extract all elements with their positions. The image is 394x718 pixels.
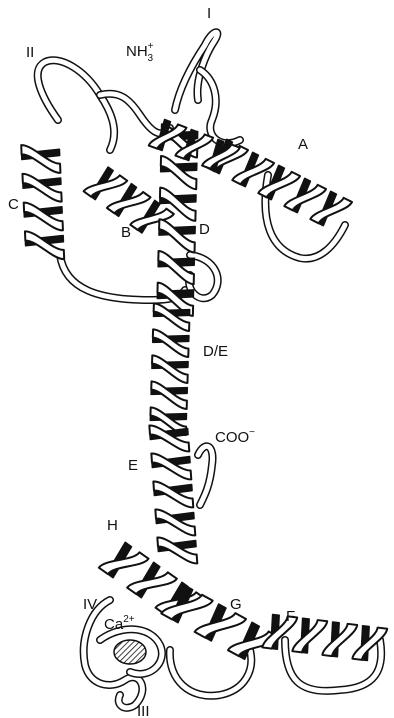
helix-central-upper-front-turn xyxy=(159,219,195,252)
label-site-i: I xyxy=(207,5,211,22)
helix-central-upper-front-turn xyxy=(161,156,197,189)
helix-f-front-turn xyxy=(292,620,327,652)
helix-de-front-turn xyxy=(151,381,187,409)
label-helix-f: F xyxy=(286,608,295,625)
helix-c xyxy=(21,145,64,259)
label-helix-h: H xyxy=(107,517,118,534)
label-helix-e: E xyxy=(128,457,138,474)
helix-e xyxy=(149,426,197,564)
label-helix-c: C xyxy=(8,196,19,213)
label-helix-de: D/E xyxy=(203,343,228,360)
label-cterm: COO− xyxy=(215,427,255,446)
label-site-ii: II xyxy=(26,44,34,61)
label-helix-b: B xyxy=(121,224,131,241)
helix-de-front-turn xyxy=(153,329,189,357)
label-helix-a: A xyxy=(298,136,308,153)
calcium-ion xyxy=(114,640,146,664)
label-site-iii: III xyxy=(137,703,150,718)
label-helix-d: D xyxy=(199,221,210,238)
helix-de-front-turn xyxy=(152,355,188,383)
label-nterm: NH+3 xyxy=(126,41,154,64)
label-helix-g: G xyxy=(230,596,242,613)
label-site-iv: IV xyxy=(83,596,97,613)
helix-de xyxy=(150,303,189,435)
helices xyxy=(21,119,387,660)
helix-f-front-turn xyxy=(322,624,357,656)
helix-f xyxy=(262,614,387,660)
